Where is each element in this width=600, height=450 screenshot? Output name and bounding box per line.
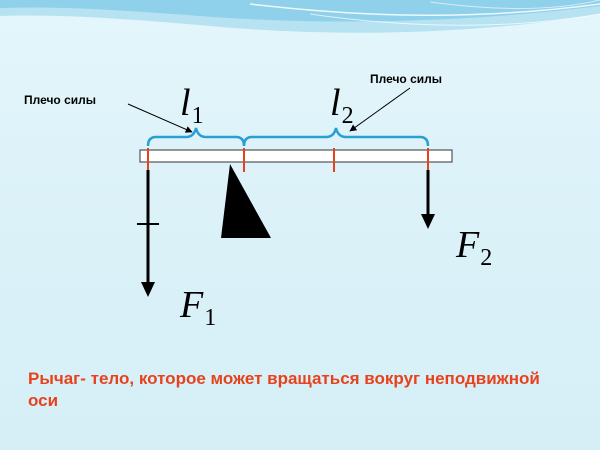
label-l1-index: 1 [191,103,204,129]
label-l2-index: 2 [341,103,354,129]
brace-arm-2 [242,127,430,147]
fulcrum [221,164,271,238]
label-f1-letter: F [180,284,204,326]
label-f2-index: 2 [480,245,493,271]
brace-arm-1 [146,127,246,147]
callout-label-left: Плечо силы [24,93,97,107]
wave-line-2 [309,13,600,26]
wave-line-3 [429,0,600,9]
label-f1-index: 1 [204,305,217,331]
callout-pointer-right [349,87,411,132]
callout-pointer-left [127,103,193,133]
force-arrow-f2-head [421,214,435,229]
label-l2-letter: l [330,82,341,124]
lever-definition: Рычаг- тело, которое может вращаться вок… [28,369,540,410]
callout-label-right: Плечо силы [370,72,443,86]
label-l1-letter: l [180,82,191,124]
wave-decoration [0,0,600,33]
wave-line-1 [249,3,600,17]
label-f2-letter: F [456,224,480,266]
label-l1: l1 [180,84,204,128]
label-f2: F2 [456,226,492,270]
force-arrow-f1-head [141,282,155,297]
label-l2: l2 [330,84,354,128]
label-f1: F1 [180,286,216,330]
wave-band-front [0,0,600,22]
lever-bar [139,149,453,163]
